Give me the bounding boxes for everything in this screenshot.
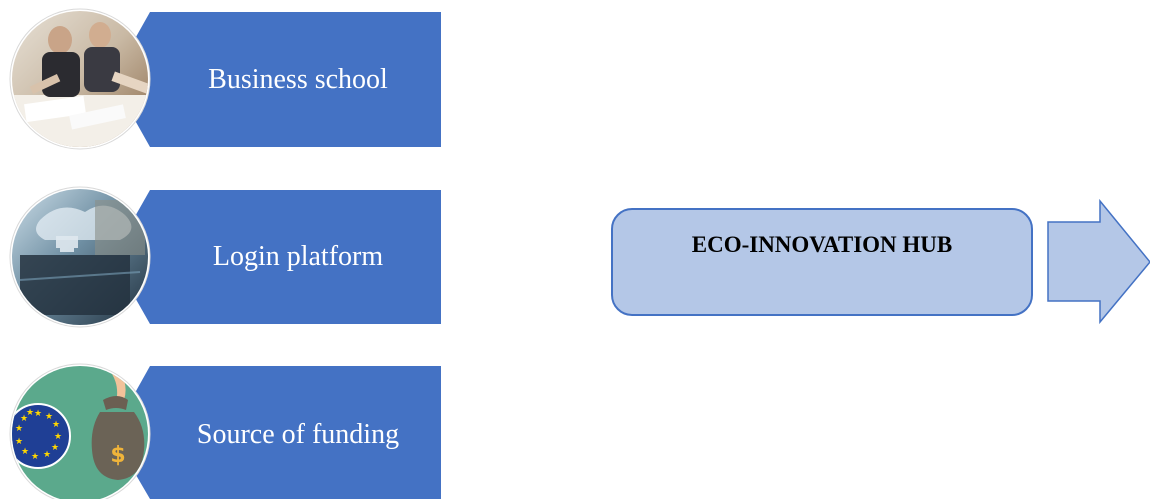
svg-text:$: $ <box>110 443 125 468</box>
item-business-school: Business school <box>9 8 441 150</box>
item-source-of-funding: ★ ★ ★ ★ ★ ★ ★ ★ ★ ★ ★ ★ $ <box>9 363 441 499</box>
right-arrow-icon <box>1047 198 1150 325</box>
svg-text:★: ★ <box>26 408 34 418</box>
item-label: Source of funding <box>197 419 399 450</box>
item-label: Business school <box>208 64 388 95</box>
svg-text:★: ★ <box>43 450 51 460</box>
svg-text:★: ★ <box>52 420 60 430</box>
hub-box <box>611 208 1033 316</box>
svg-text:★: ★ <box>20 414 28 424</box>
svg-text:★: ★ <box>45 412 53 422</box>
svg-text:★: ★ <box>31 452 39 462</box>
item-banner <box>112 12 441 147</box>
item-banner <box>112 190 441 324</box>
svg-text:★: ★ <box>15 424 23 434</box>
item-login-platform: Login platform <box>9 186 441 328</box>
svg-text:★: ★ <box>54 432 62 442</box>
item-label: Login platform <box>213 241 384 272</box>
svg-text:★: ★ <box>21 447 29 457</box>
eco-innovation-hub: ECO-INNOVATION HUB <box>611 208 1033 316</box>
eu-funding-icon: ★ ★ ★ ★ ★ ★ ★ ★ ★ ★ ★ ★ $ <box>9 363 151 499</box>
svg-text:★: ★ <box>51 443 59 453</box>
svg-text:★: ★ <box>34 409 42 419</box>
hub-label: ECO-INNOVATION HUB <box>692 232 953 257</box>
digital-platform-photo-icon <box>9 186 151 328</box>
item-banner <box>112 366 441 499</box>
svg-text:★: ★ <box>15 437 23 447</box>
business-meeting-photo-icon <box>9 8 151 150</box>
